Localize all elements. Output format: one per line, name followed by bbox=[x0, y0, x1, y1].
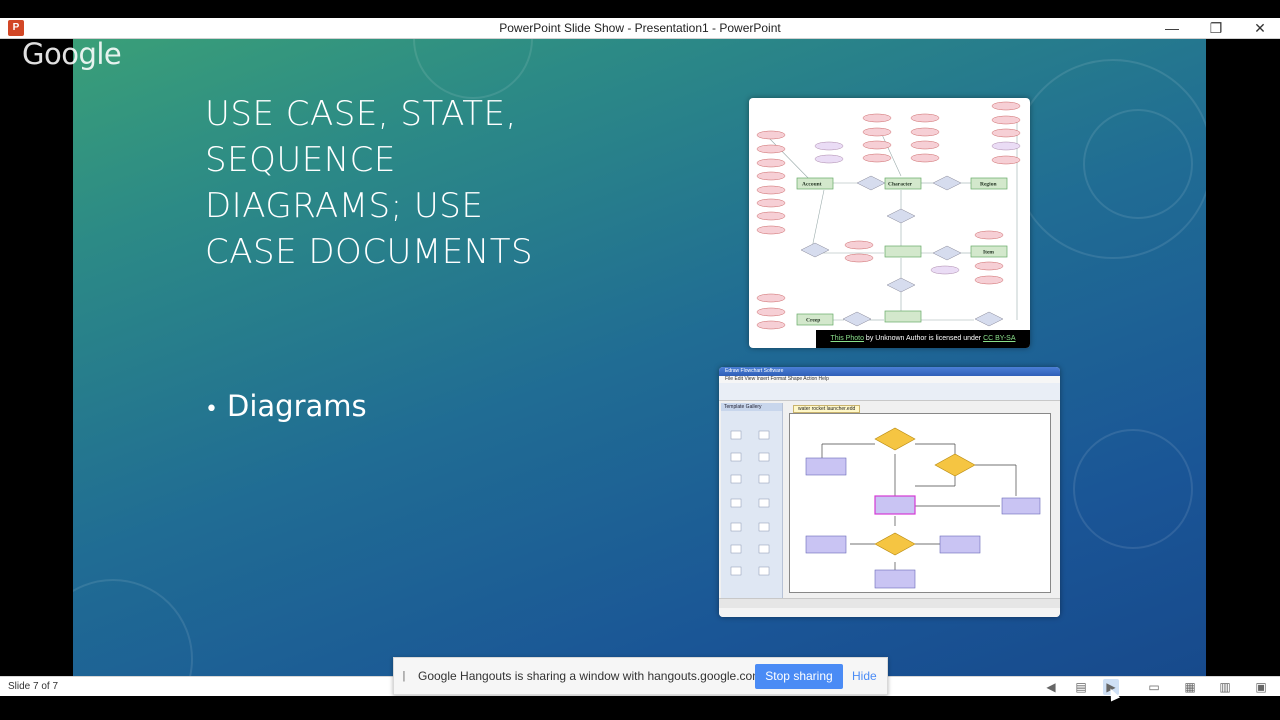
powerpoint-icon: P bbox=[8, 20, 24, 36]
image-caption: This Photo by Unknown Author is licensed… bbox=[816, 330, 1030, 348]
drag-grip-icon[interactable]: || bbox=[402, 670, 405, 682]
slide-title: USE CASE, STATE, SEQUENCE DIAGRAMS; USE … bbox=[205, 91, 645, 275]
caption-photo-link[interactable]: This Photo bbox=[830, 335, 864, 342]
flow-template-gallery: Template Gallery bbox=[721, 403, 783, 599]
er-entity-label: Account bbox=[802, 182, 822, 188]
flowchart-drawing bbox=[805, 427, 1041, 589]
bottom-black-strip bbox=[0, 696, 1280, 720]
window-titlebar: P PowerPoint Slide Show - Presentation1 … bbox=[0, 18, 1280, 39]
title-line: USE CASE, STATE, bbox=[205, 94, 517, 134]
flow-app-bottom bbox=[719, 608, 1060, 617]
window-title: PowerPoint Slide Show - Presentation1 - … bbox=[499, 21, 781, 35]
gallery-shapes bbox=[730, 430, 770, 576]
decorative-arc bbox=[73, 579, 193, 676]
gallery-title: Template Gallery bbox=[721, 403, 782, 411]
bullet-text: Diagrams bbox=[227, 389, 367, 423]
er-diagram-image[interactable]: Account Character Region Item Creep This… bbox=[749, 98, 1030, 348]
reading-view-icon[interactable]: ▥ bbox=[1219, 680, 1231, 694]
flow-app-menu: File Edit View Insert Format Shape Actio… bbox=[719, 376, 1060, 383]
top-black-strip bbox=[0, 0, 1280, 18]
maximize-button[interactable]: ❐ bbox=[1209, 20, 1223, 36]
google-logo: Google bbox=[22, 37, 122, 71]
decorative-arc bbox=[1073, 429, 1193, 549]
flowchart-canvas bbox=[789, 413, 1051, 593]
title-line: DIAGRAMS; USE bbox=[205, 186, 484, 226]
stop-sharing-button[interactable]: Stop sharing bbox=[755, 664, 843, 689]
left-letterbox bbox=[0, 39, 73, 676]
slide-sorter-icon[interactable]: ▦ bbox=[1184, 680, 1196, 694]
slide-indicator: Slide 7 of 7 bbox=[8, 681, 59, 692]
er-diagram-drawing: Account Character Region Item Creep bbox=[756, 101, 1021, 330]
minimize-button[interactable]: — bbox=[1165, 20, 1179, 36]
caption-text: by Unknown Author is licensed under bbox=[863, 335, 984, 342]
play-icon[interactable]: ▶ bbox=[1103, 679, 1119, 695]
share-message: Google Hangouts is sharing a window with… bbox=[418, 669, 766, 683]
flowchart-app-image[interactable]: Edraw Flowchart Software File Edit View … bbox=[719, 367, 1060, 617]
slide[interactable]: USE CASE, STATE, SEQUENCE DIAGRAMS; USE … bbox=[73, 39, 1206, 676]
hangouts-share-banner: || Google Hangouts is sharing a window w… bbox=[393, 657, 888, 695]
flow-app-toolbar bbox=[719, 383, 1060, 401]
hide-button[interactable]: Hide bbox=[852, 669, 877, 683]
bullet-item: • Diagrams bbox=[205, 389, 367, 423]
er-entity-label: Character bbox=[888, 182, 913, 188]
slideshow-icon[interactable]: ▣ bbox=[1255, 680, 1267, 694]
decorative-arc bbox=[1083, 109, 1193, 219]
bullet-marker: • bbox=[205, 397, 218, 422]
er-entity-label: Creep bbox=[806, 318, 820, 324]
right-letterbox bbox=[1206, 39, 1280, 676]
er-entity-label: Item bbox=[983, 250, 994, 256]
notes-icon[interactable]: ▤ bbox=[1075, 680, 1087, 694]
er-entity-label: Region bbox=[980, 182, 997, 188]
previous-icon[interactable]: ◀ bbox=[1046, 680, 1056, 694]
close-button[interactable]: ✕ bbox=[1254, 20, 1266, 36]
normal-view-icon[interactable]: ▭ bbox=[1148, 680, 1160, 694]
flow-app-titlebar: Edraw Flowchart Software bbox=[719, 367, 1060, 376]
title-line: CASE DOCUMENTS bbox=[205, 232, 534, 272]
flow-document-tab: water rocket launcher.edd bbox=[793, 405, 861, 413]
caption-license-link[interactable]: CC BY-SA bbox=[983, 335, 1016, 342]
flow-app-statusbar bbox=[719, 598, 1060, 608]
title-line: SEQUENCE bbox=[205, 140, 396, 180]
decorative-arc bbox=[413, 39, 533, 99]
